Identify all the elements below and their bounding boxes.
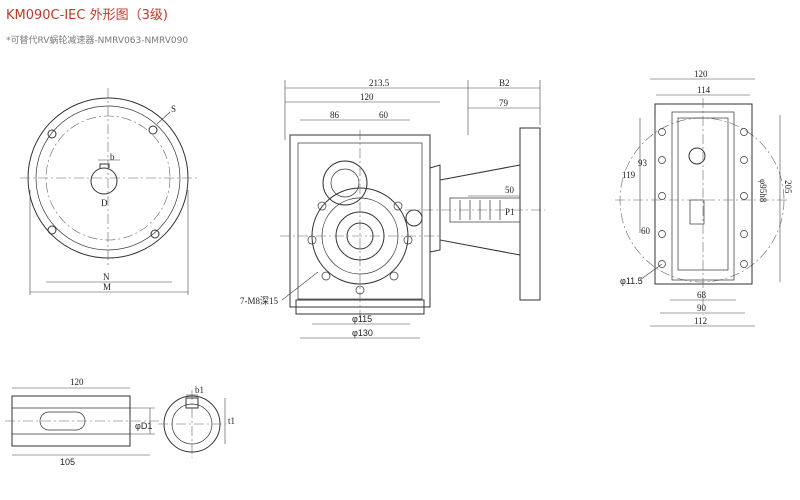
label-m: M [103, 282, 111, 292]
mount-hole [389, 271, 399, 281]
dim-p1: P1 [505, 207, 515, 217]
mount-hole [393, 201, 403, 211]
mount-hole [321, 271, 331, 281]
mount-hole [740, 192, 748, 200]
dim-205: 205 [783, 180, 793, 194]
input-shaft-end [405, 209, 423, 227]
dim-120: 120 [360, 92, 374, 102]
dim-90: 90 [697, 303, 707, 313]
bolt-hole [150, 229, 160, 239]
motor-flange [519, 127, 541, 301]
mount-hole [317, 201, 327, 211]
dim-105: 105 [60, 457, 75, 467]
dim-holes: 7-M8深15 [240, 296, 278, 306]
shaft-bore [90, 167, 118, 195]
dim-93: 93 [638, 158, 648, 168]
leader-phi11 [639, 263, 663, 281]
mount-hole [658, 156, 666, 164]
dim-112: 112 [694, 316, 707, 326]
keyway-slot [689, 199, 705, 225]
dim-b1: b1 [195, 385, 204, 395]
section-view: b1 t1 [158, 385, 235, 458]
front-view: S b D N M [20, 88, 198, 295]
label-n: N [103, 272, 110, 282]
mount-hole [740, 230, 748, 238]
shaft-end [688, 147, 706, 165]
mount-hole [740, 260, 748, 268]
side-view: 213.5 B2 120 79 86 60 [240, 78, 545, 339]
dim-60: 60 [641, 226, 651, 236]
dim-68: 68 [697, 290, 707, 300]
right-view: 120 114 119 93 60 205 φ95h8 φ11.5 68 90 [615, 69, 793, 327]
adapter-flange [429, 164, 441, 253]
dim-79: 79 [499, 98, 509, 108]
dim-120: 120 [70, 377, 84, 387]
dim-total: 213.5 [369, 78, 390, 88]
mount-hole [658, 192, 666, 200]
keyway [99, 163, 110, 168]
dim-phi95: φ95h8 [758, 179, 768, 203]
leader-s [156, 111, 171, 125]
dim-phid1: φD1 [135, 421, 152, 431]
dim-114: 114 [697, 85, 711, 95]
coupling [449, 197, 521, 223]
leader-holes [281, 271, 319, 301]
dim-86: 86 [330, 110, 340, 120]
dim-50: 50 [505, 185, 515, 195]
label-b: b [110, 152, 115, 162]
dim-120: 120 [694, 69, 708, 79]
mount-hole [658, 260, 666, 268]
worm-gear-upper [322, 160, 368, 206]
dim-60: 60 [379, 110, 389, 120]
worm-gear-upper-hub [330, 168, 360, 198]
mount-hole [740, 128, 748, 136]
dim-b2: B2 [499, 78, 510, 88]
dim-119: 119 [622, 170, 636, 180]
shaft-view: 120 φD1 105 [5, 377, 160, 467]
drawing-title: KM090C-IEC 外形图（3级) [6, 8, 168, 23]
bolt-hole [148, 125, 158, 135]
drawing-subtitle: *可替代RV蜗轮减速器-NMRV063-NMRV090 [6, 36, 189, 46]
dim-phi115: φ115 [352, 314, 372, 324]
mount-hole [740, 156, 748, 164]
coupling-detail [459, 200, 501, 220]
dim-phi11: φ11.5 [620, 276, 643, 286]
bolt-hole [47, 129, 57, 139]
mount-hole [658, 128, 666, 136]
dim-phi130: φ130 [352, 328, 373, 338]
mount-hole [658, 230, 666, 238]
dim-t1: t1 [228, 416, 235, 426]
gearbox-side [654, 103, 753, 285]
label-s: S [171, 104, 176, 114]
bolt-hole [47, 225, 57, 235]
label-d: D [101, 198, 108, 208]
